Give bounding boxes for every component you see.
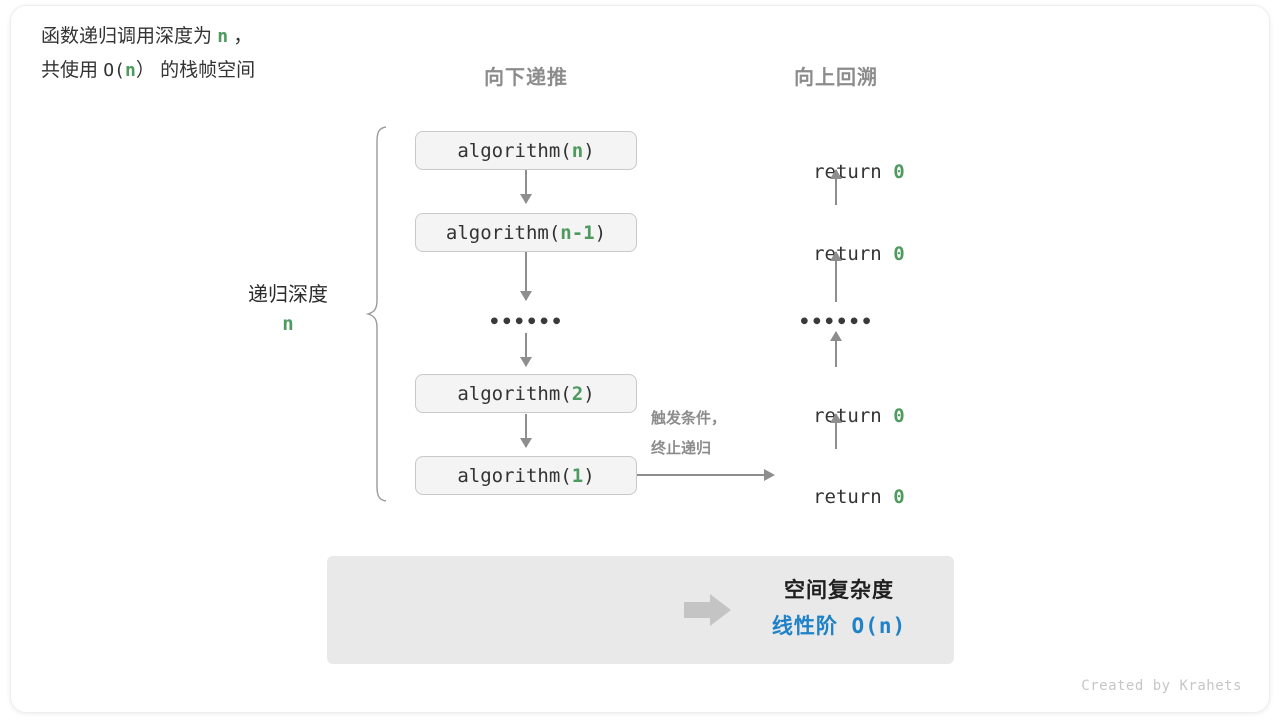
call-box-arg: 2: [571, 382, 584, 405]
ellipsis-right: ••••••: [798, 311, 874, 333]
call-box-arg: 1: [571, 464, 584, 487]
call-box-suffix: ): [583, 139, 595, 162]
call-box-2: algorithm(2): [415, 374, 637, 413]
recurse-arrow-3: [525, 333, 527, 366]
call-box-prefix: algorithm(: [457, 464, 572, 487]
call-box-n-minus-1: algorithm(n-1): [415, 213, 637, 252]
backtrack-arrow-1: [835, 170, 837, 205]
backtrack-arrow-3: [835, 332, 837, 367]
complexity-notation: O(n): [851, 614, 907, 638]
call-box-prefix: algorithm(: [457, 139, 572, 162]
return-keyword: return: [813, 161, 894, 183]
summary-conclusion: 空间复杂度 线性阶 O(n): [772, 574, 906, 645]
summary-description: 函数递归调用深度为 n ， 共使用 O(n） 的栈帧空间: [41, 20, 255, 88]
recursion-depth-label: 递归深度 n: [248, 281, 328, 339]
return-keyword: return: [813, 243, 894, 265]
return-keyword: return: [813, 405, 894, 427]
implies-arrow-icon: [684, 594, 731, 626]
call-box-1: algorithm(1): [415, 456, 637, 495]
backtrack-arrow-2: [835, 252, 837, 302]
call-box-n: algorithm(n): [415, 131, 637, 170]
return-value: 0: [893, 243, 905, 265]
column-header-backtrack-up: 向上回溯: [794, 67, 878, 89]
summary-line2-prefix: 共使用: [41, 60, 104, 81]
recurse-arrow-4: [525, 414, 527, 447]
call-box-suffix: ): [594, 221, 607, 244]
summary-line2-close: ）: [135, 60, 155, 81]
ellipsis-left: ••••••: [488, 311, 564, 333]
summary-panel: [327, 556, 954, 664]
call-box-arg: n-1: [560, 221, 595, 244]
summary-line1-prefix: 函数递归调用深度为: [41, 26, 218, 47]
recurse-arrow-1: [525, 170, 527, 203]
summary-line1-suffix: ，: [228, 26, 253, 47]
summary-line2-suffix: 的栈帧空间: [154, 60, 256, 81]
call-box-prefix: algorithm(: [445, 221, 561, 244]
return-value: 0: [893, 405, 905, 427]
recurse-arrow-2: [525, 252, 527, 300]
call-box-prefix: algorithm(: [457, 382, 572, 405]
summary-line2-bigo: O(: [103, 60, 125, 81]
return-keyword: return: [813, 486, 894, 508]
return-value: 0: [893, 161, 905, 183]
summary-line2-variable: n: [124, 60, 136, 81]
credit-text: Created by Krahets: [1081, 678, 1242, 694]
return-value: 0: [893, 486, 905, 508]
recursion-depth-value: n: [282, 313, 294, 335]
call-box-suffix: ): [583, 382, 595, 405]
space-complexity-value: 线性阶 O(n): [772, 608, 906, 645]
base-case-arrow: [637, 474, 765, 476]
call-box-suffix: ): [583, 464, 595, 487]
column-header-recurse-down: 向下递推: [484, 67, 568, 89]
backtrack-arrow-4: [835, 414, 837, 449]
recursion-depth-brace: [365, 126, 387, 502]
trigger-condition-note: 触发条件， 终止递归: [651, 410, 727, 457]
summary-line1-variable: n: [217, 26, 229, 47]
return-label-4: return 0: [767, 464, 905, 530]
call-box-arg: n: [571, 139, 584, 162]
space-complexity-title: 空间复杂度: [784, 579, 894, 602]
recursion-depth-title: 递归深度: [248, 284, 328, 306]
complexity-class-label: 线性阶: [771, 615, 838, 638]
